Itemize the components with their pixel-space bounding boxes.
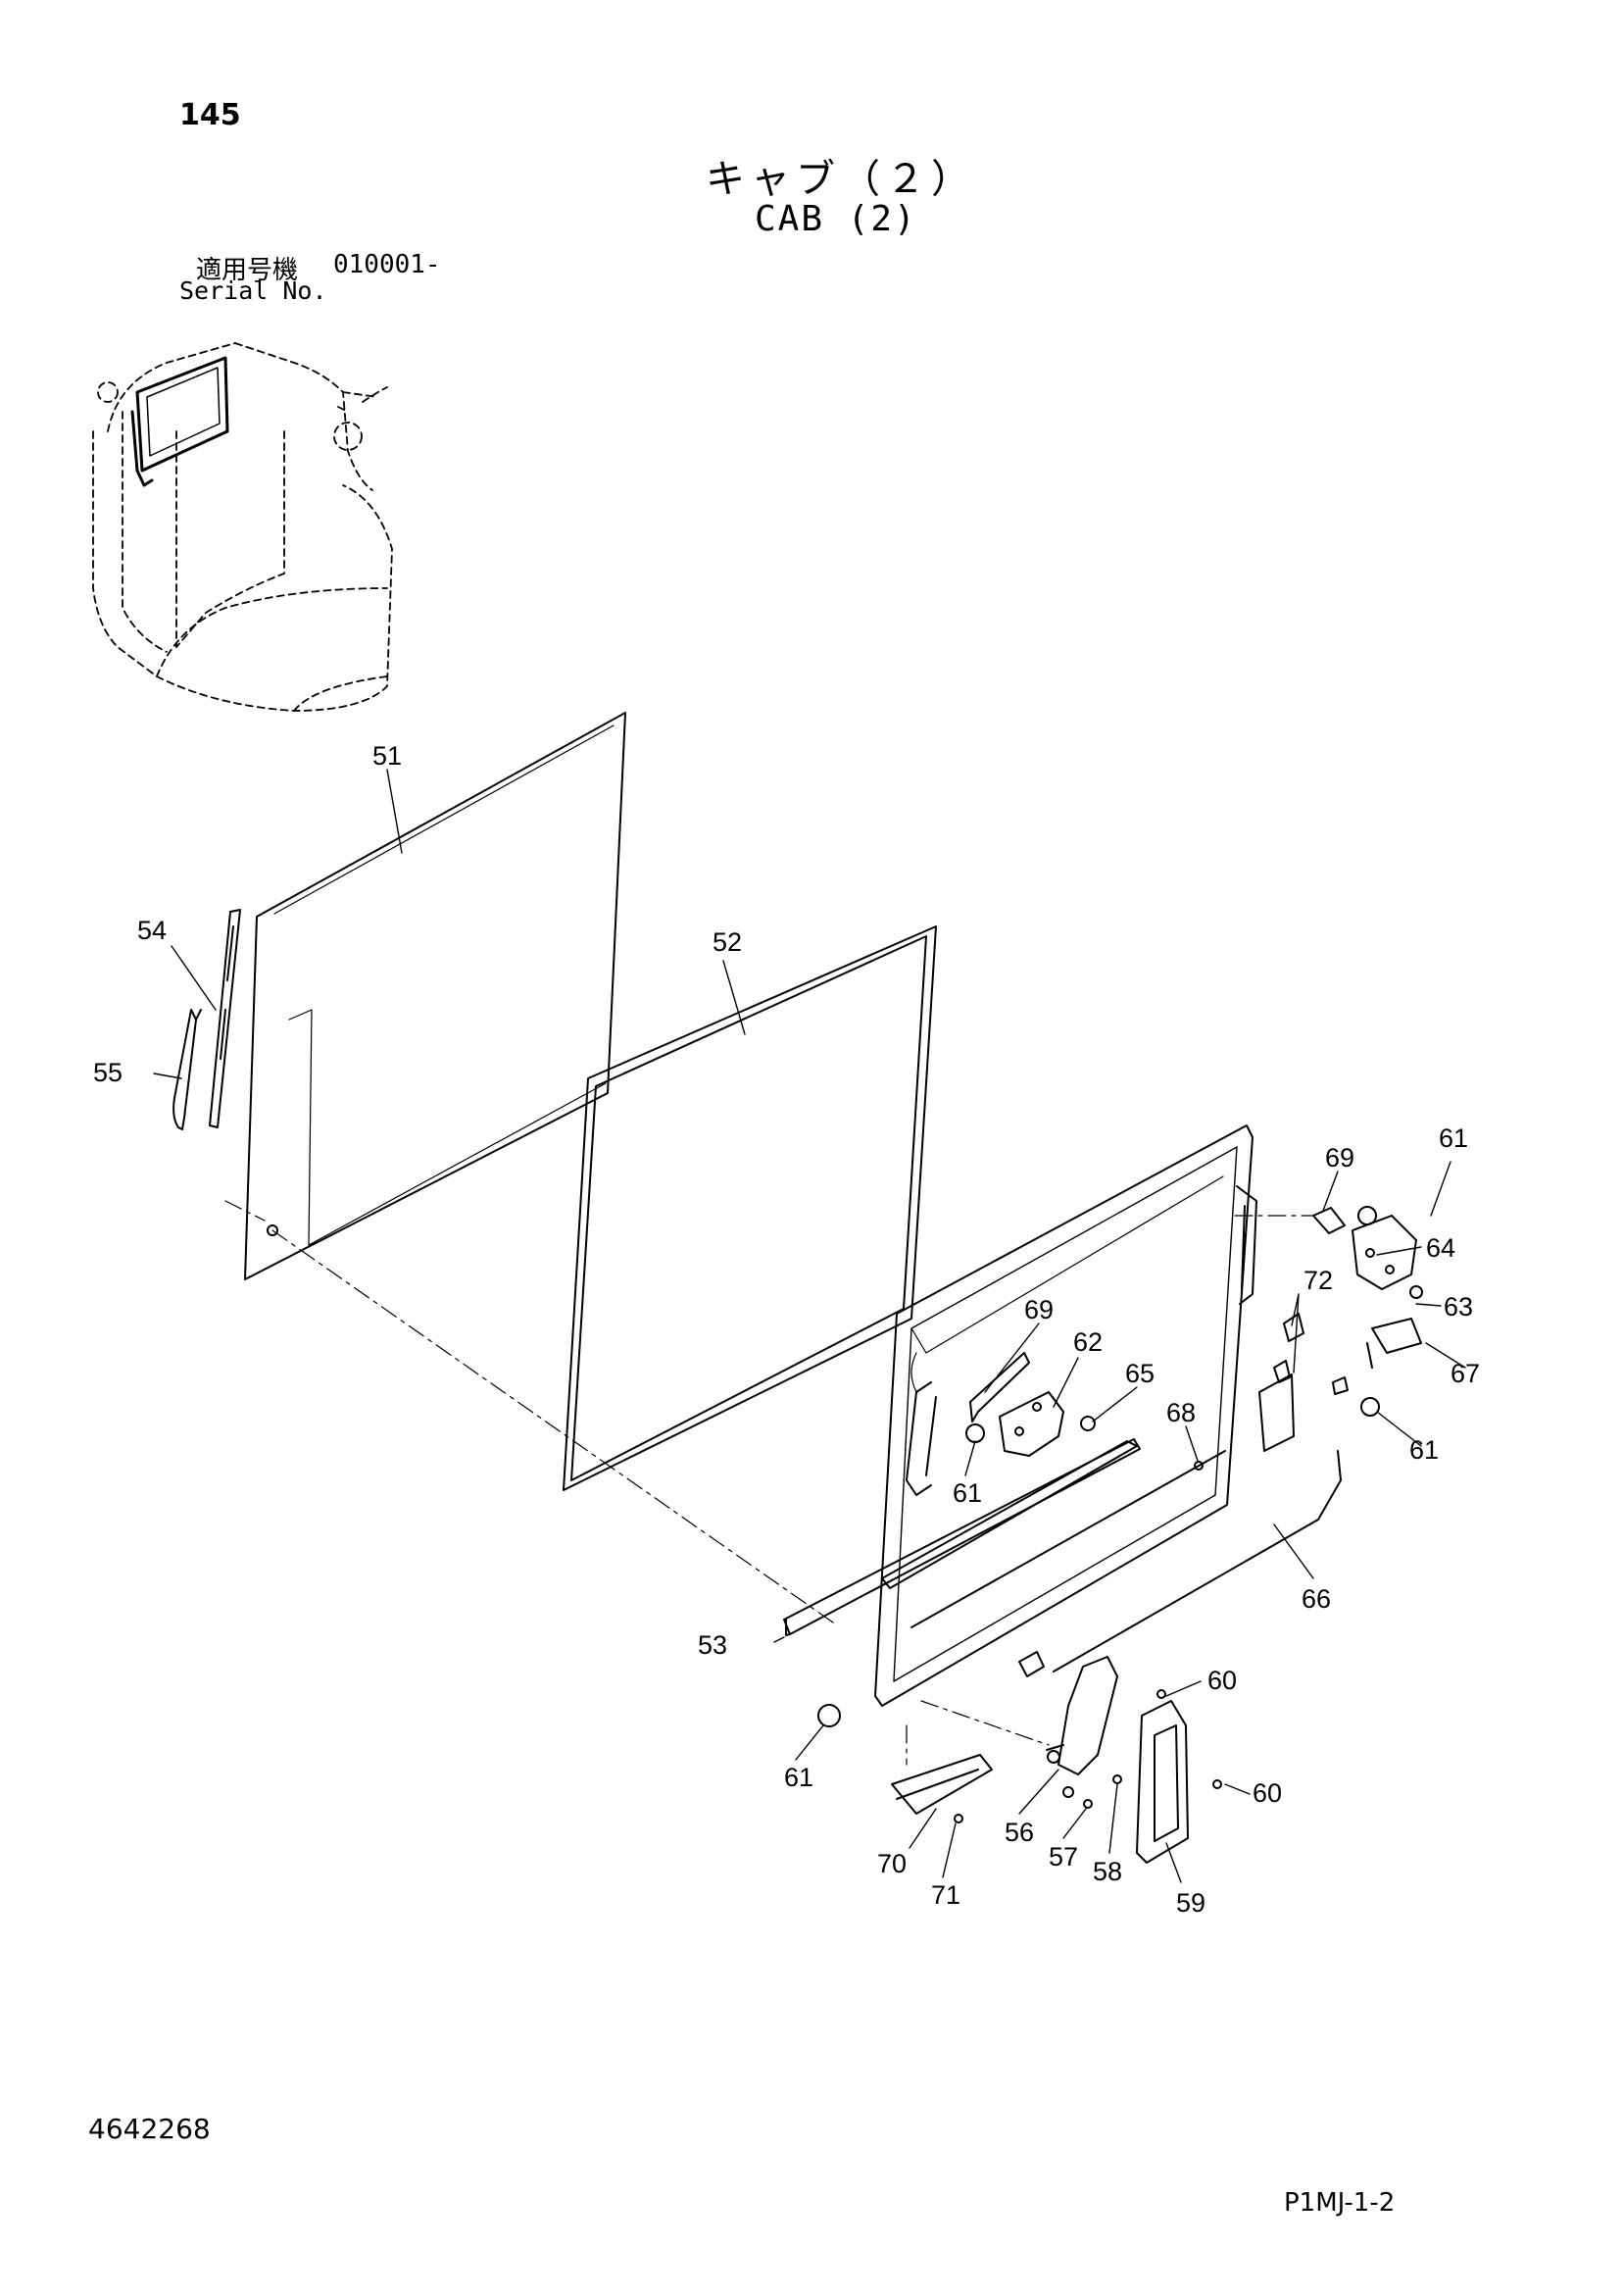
part-56-latch (1046, 1656, 1118, 1798)
serial-label-japanese: 適用号機 (196, 256, 299, 285)
part-66-cable (1018, 1376, 1349, 1677)
document-number: 4642268 (88, 2113, 211, 2145)
callout-66: 66 (1302, 1584, 1331, 1614)
part-72-pad (1258, 1313, 1304, 1452)
part-71-screw (954, 1814, 963, 1823)
callout-69-center: 69 (1024, 1295, 1054, 1324)
callout-60-upper: 60 (1207, 1666, 1237, 1695)
callout-61-center: 61 (953, 1478, 982, 1508)
callout-70: 70 (877, 1849, 907, 1878)
callout-65: 65 (1125, 1359, 1155, 1388)
part-62-lock (999, 1391, 1064, 1457)
part-67-striker (1366, 1318, 1422, 1369)
door-lower-rail (881, 1440, 1226, 1628)
part-59-cover (1136, 1700, 1189, 1864)
callout-58: 58 (1093, 1857, 1122, 1886)
part-55-wiper-arm (172, 1009, 202, 1130)
callout-54: 54 (137, 916, 167, 945)
serial-label-english: Serial No. (179, 276, 327, 305)
callout-leaders (153, 769, 1466, 1883)
callout-61-lower: 61 (784, 1763, 813, 1792)
part-54-wiper-blade (209, 909, 241, 1128)
door-inner-handle (906, 1381, 937, 1496)
part-65-nut (1080, 1416, 1096, 1431)
serial-value: 010001- (333, 250, 441, 279)
part-69-plate-upper (969, 1352, 1030, 1423)
page-number: 145 (179, 98, 241, 132)
page-code: P1MJ-1-2 (1284, 2188, 1396, 2218)
callout-56: 56 (1005, 1818, 1034, 1847)
callout-52: 52 (713, 927, 742, 957)
callout-72: 72 (1303, 1266, 1333, 1295)
door-outer-handle (1236, 1185, 1257, 1305)
part-61-bushing (817, 1206, 1380, 1727)
callout-55: 55 (93, 1058, 123, 1087)
callout-57: 57 (1049, 1842, 1078, 1872)
part-64-bracket (1352, 1215, 1417, 1290)
door-frame (874, 1124, 1254, 1707)
part-57-screw (1083, 1799, 1093, 1809)
part-52-seal (563, 925, 937, 1491)
diagram-title-japanese: キャブ（２） (706, 157, 976, 202)
part-58-screw (1112, 1774, 1122, 1784)
callout-60-lower: 60 (1253, 1778, 1282, 1808)
callout-labels: 51 52 54 55 69 61 64 63 72 67 61 69 62 6… (93, 741, 1480, 1918)
cab-overview-illustration (92, 342, 393, 712)
part-63-bolt (1409, 1285, 1423, 1299)
callout-68: 68 (1166, 1398, 1196, 1427)
part-60-screw (1156, 1689, 1222, 1789)
callout-61-top-right: 61 (1439, 1123, 1468, 1153)
callout-63: 63 (1444, 1292, 1473, 1322)
part-69-plate-right (1312, 1207, 1346, 1234)
callout-59: 59 (1176, 1888, 1205, 1918)
callout-61-right: 61 (1409, 1435, 1439, 1465)
callout-64: 64 (1426, 1233, 1455, 1263)
callout-71: 71 (931, 1880, 960, 1910)
callout-62: 62 (1073, 1327, 1103, 1357)
callout-51: 51 (372, 741, 402, 771)
highlighted-window-frame (130, 356, 229, 487)
part-70-grip (891, 1754, 993, 1815)
callout-67: 67 (1451, 1359, 1480, 1388)
part-53-rail (783, 1438, 1141, 1636)
callout-53: 53 (698, 1630, 727, 1660)
part-68-screw (1194, 1461, 1204, 1471)
callout-69-right: 69 (1325, 1143, 1354, 1173)
part-51-glass (244, 712, 626, 1280)
diagram-title-english: CAB (2) (755, 199, 917, 239)
assembly-lines (224, 1200, 1314, 1766)
